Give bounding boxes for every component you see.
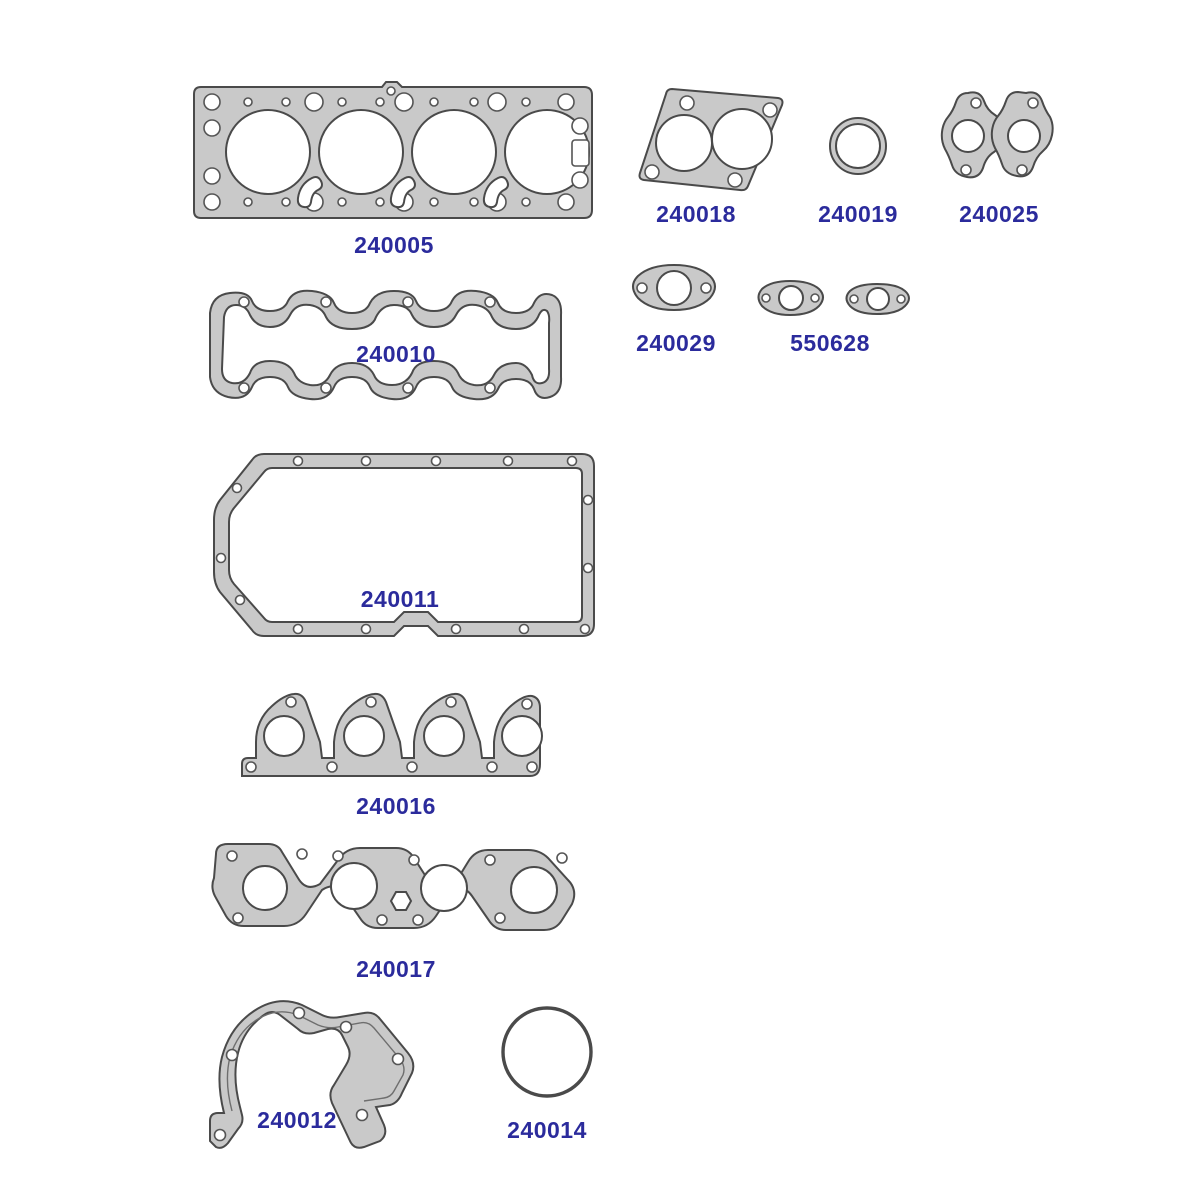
- part-240014-large-ring-gasket: [500, 1005, 594, 1099]
- label-240017: 240017: [356, 956, 436, 982]
- label-240019: 240019: [818, 201, 898, 227]
- part-240016-exhaust-manifold-gasket: [236, 680, 546, 785]
- label-240029: 240029: [636, 330, 716, 356]
- part-240018-exhaust-downpipe-flange-gasket: [636, 86, 786, 194]
- label-240018: 240018: [656, 201, 736, 227]
- label-240014: 240014: [507, 1117, 587, 1143]
- label-240016: 240016: [356, 793, 436, 819]
- part-240017-intake-manifold-gasket: [210, 838, 582, 936]
- gasket-550628-left: [757, 279, 824, 317]
- label-240011: 240011: [360, 586, 440, 612]
- gasket-240025-left: [940, 91, 1005, 179]
- label-240005: 240005: [354, 232, 434, 258]
- label-240012: 240012: [257, 1107, 337, 1133]
- part-240011-oil-pan-gasket: [190, 448, 602, 648]
- part-550628-small-eye-flange-gasket-pair: [755, 278, 915, 318]
- label-240010: 240010: [356, 341, 436, 367]
- part-240005-cylinder-head-gasket: [190, 80, 600, 225]
- label-550628: 550628: [790, 330, 870, 356]
- part-240012-timing-cover-gasket: [198, 995, 448, 1150]
- part-240019-round-ring-gasket: [827, 115, 889, 177]
- part-240010-valve-cover-gasket: [200, 283, 570, 408]
- gasket-550628-right: [845, 282, 910, 316]
- label-240025: 240025: [959, 201, 1039, 227]
- part-240025-oval-port-gasket-pair: [940, 88, 1054, 184]
- gasket-240025-right: [990, 90, 1054, 178]
- part-240029-eye-flange-gasket: [628, 262, 720, 314]
